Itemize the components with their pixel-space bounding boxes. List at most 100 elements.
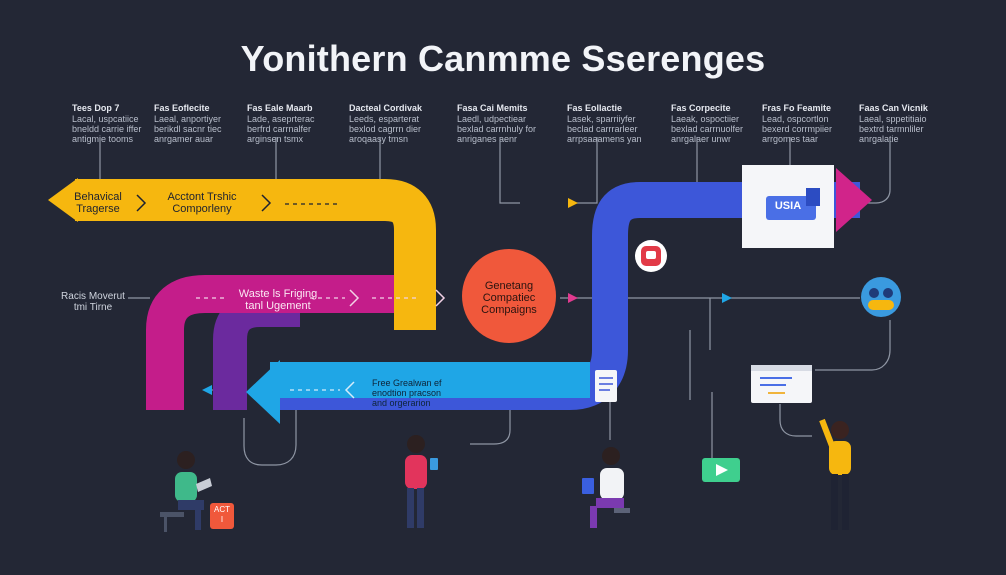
team-avatar-body: [868, 300, 894, 310]
connector-line: [470, 400, 511, 445]
act-badge: [210, 503, 234, 529]
arrowhead: [568, 293, 578, 303]
chevrons-cyan: [344, 381, 355, 399]
node-label-line: Waste ls Friging: [238, 288, 318, 300]
node-label-line: Tragerse: [76, 203, 120, 215]
column-line: Laeak, ospoctiier: [671, 114, 740, 124]
column-line: anrgalatie: [859, 134, 899, 144]
badge-label-line: ACT: [214, 505, 230, 514]
column-line: bneldd carrie iffer: [72, 124, 142, 134]
user-standing-pointing-icon: [819, 418, 851, 530]
side-label-line: Racis Moverut: [61, 291, 125, 302]
column-heading: Fasa Cai Memits: [457, 103, 528, 113]
small-arrowheads: [568, 198, 578, 208]
yellow-band-arrow-tip: [48, 178, 78, 222]
column-line: Laeal, anportiyer: [154, 114, 222, 124]
node-label-line: Acctont Trshic: [167, 191, 237, 203]
node-label-line: tanl Ugement: [245, 300, 311, 312]
column-line: beclad carrrarleer: [567, 124, 638, 134]
badge-label-line: I: [220, 515, 224, 524]
chevron-right-icon: [349, 289, 360, 307]
column-line: anriganes aenr: [457, 134, 518, 144]
arrowhead: [722, 293, 732, 303]
column-line: arginsen tsmx: [247, 134, 304, 144]
column-line: bexlad carrnuolfer: [671, 124, 744, 134]
cyan-node-label: Free Grealwan ef enodtion pracson and or…: [372, 378, 452, 408]
connector-line: [779, 404, 812, 437]
node-label-line: Genetang: [484, 280, 534, 292]
pink-arrow-tip: [836, 168, 872, 232]
column-label-2: Fas Eoflecite Laeal, anportiyer berikdl …: [154, 103, 250, 144]
connector-line: [572, 137, 598, 204]
campaign-circle-node: [462, 249, 556, 343]
side-label: Racis Moverut tmi Tirne: [58, 291, 128, 313]
column-heading: Fas Eoflecite: [154, 103, 210, 113]
user-standing-phone-icon: [405, 435, 438, 528]
connector-line: [689, 298, 891, 400]
column-line: anrgalaer unwr: [671, 134, 732, 144]
brand-logo-shape: [766, 196, 816, 220]
column-line: arrpsaaamens yan: [567, 134, 642, 144]
column-line: bexlad carrnhuly for: [457, 124, 537, 134]
chevron-right-icon: [136, 194, 147, 212]
document-icon-lines: [599, 377, 613, 391]
connector-line: [868, 137, 891, 204]
column-line: anrgamer auar: [154, 134, 214, 144]
user-sitting-tablet-icon: [582, 447, 630, 528]
magenta-flow-band: [146, 275, 400, 410]
node-label-line: Compaigns: [481, 304, 537, 316]
column-line: berfrd carrnalfer: [247, 124, 312, 134]
column-line: Lasek, sparriiyfer: [567, 114, 636, 124]
act-badge-label: ACT I: [210, 505, 234, 525]
connector-line: [499, 137, 520, 204]
chevron-left-icon: [344, 381, 355, 399]
column-heading: Dacteal Cordivak: [349, 103, 423, 113]
column-line: antigmie tooms: [72, 134, 134, 144]
user-sitting-laptop-icon: [160, 451, 212, 532]
video-play-triangle: [716, 464, 728, 476]
column-line: Lead, ospcortlon: [762, 114, 829, 124]
behavioral-node-label: Behavical Tragerse: [58, 191, 138, 215]
arrowhead: [568, 198, 578, 208]
column-line: Laedl, udpectiear: [457, 114, 527, 124]
account-node-label: Acctont Trshic Comporleny: [152, 191, 252, 215]
small-arrowheads-blue: [202, 293, 732, 395]
column-line: Lacal, uspcatiice: [72, 114, 139, 124]
document-icon: [595, 370, 617, 402]
column-heading: Fas Eale Maarb: [247, 103, 313, 113]
brand-card-label: USIA: [774, 200, 802, 212]
column-label-1: Tees Dop 7 Lacal, uspcatiice bneldd carr…: [72, 103, 168, 144]
chevron-right-icon: [261, 194, 272, 212]
node-label-line: and orgerarion: [372, 398, 431, 408]
column-label-7: Fas Corpecite Laeak, ospoctiier bexlad c…: [671, 103, 767, 144]
column-heading: Fras Fo Feamite: [762, 103, 832, 113]
browser-window-bar: [751, 365, 812, 371]
diagram-title: Yonithern Canmme Sserenges: [240, 38, 766, 79]
chevron-right-icon: [435, 289, 446, 307]
node-label-line: Compatiec: [482, 292, 536, 304]
node-label-line: Behavical: [74, 191, 122, 203]
cyan-band-arrow-tip: [246, 360, 280, 424]
column-line: Laeal, sppetitiaio: [859, 114, 927, 124]
column-line: Lade, aseprterac: [247, 114, 315, 124]
chevrons-yellow: [136, 194, 272, 212]
column-line: berikdl sacnr tiec: [154, 124, 222, 134]
column-label-6: Fas Eollactie Lasek, sparriiyfer beclad …: [567, 103, 663, 144]
magenta-node-label: Waste ls Friging tanl Ugement: [232, 288, 324, 312]
column-line: Leeds, esparterat: [349, 114, 420, 124]
browser-window-lines: [760, 377, 792, 386]
team-avatar-icon: [861, 277, 901, 317]
small-arrowheads-pink: [568, 293, 578, 303]
side-label-line: tmi Tirne: [73, 302, 113, 313]
chevrons-magenta: [349, 289, 446, 307]
node-label-line: Free Grealwan ef: [372, 378, 442, 388]
brand-logo-flag: [806, 188, 820, 206]
arrowhead: [202, 385, 212, 395]
column-label-3: Fas Eale Maarb Lade, aseprterac berfrd c…: [247, 103, 343, 144]
column-heading: Fas Corpecite: [671, 103, 731, 113]
node-label-line: Comporleny: [172, 203, 232, 215]
column-line: bextrd tarmnliler: [859, 124, 924, 134]
column-label-5: Fasa Cai Memits Laedl, udpectiear bexlad…: [457, 103, 553, 144]
column-line: bexlod cagrrn dier: [349, 124, 422, 134]
